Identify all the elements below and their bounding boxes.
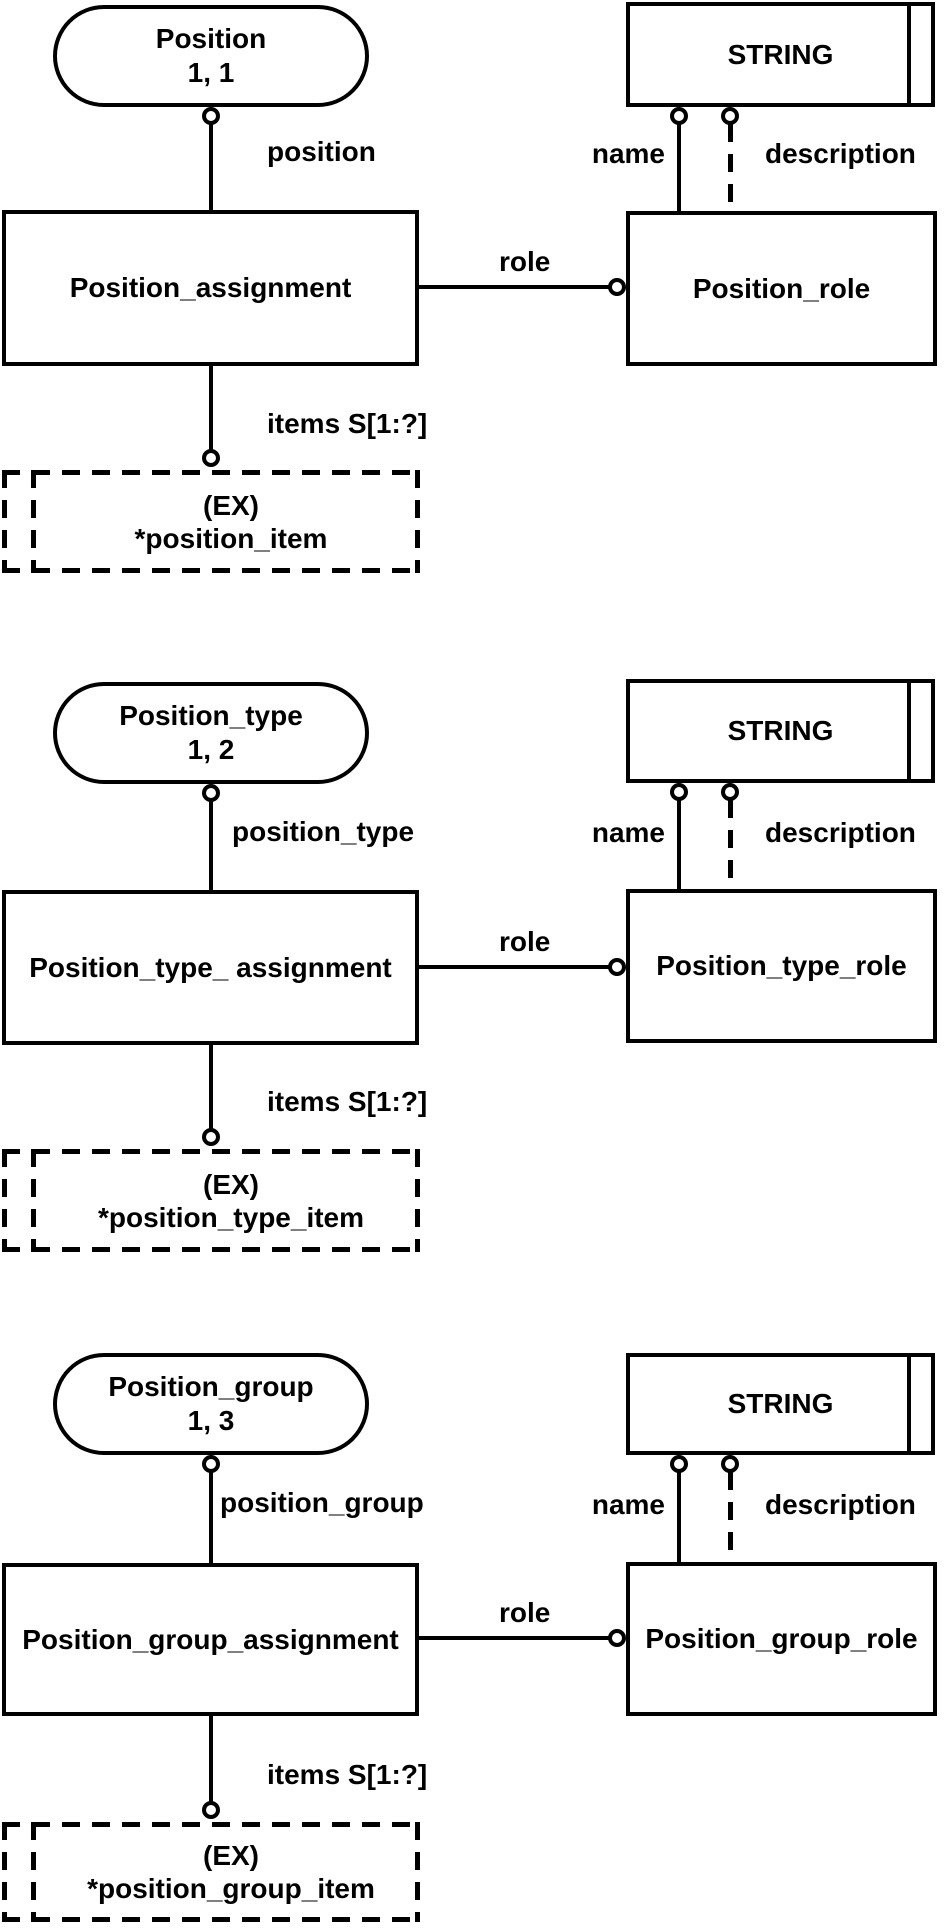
- type-label: STRING: [727, 1388, 834, 1419]
- entity-position-group-assignment: Position_group_assignment: [2, 1563, 419, 1716]
- entity-label: Position_type_ assignment: [29, 951, 392, 983]
- entity-label: Position_type_role: [656, 950, 907, 981]
- select-border-bottom: [2, 1917, 420, 1922]
- entity-position-type-assignment: Position_type_ assignment: [2, 890, 419, 1045]
- type-string: STRING: [626, 1353, 935, 1455]
- connector-end-circle: [202, 784, 220, 802]
- connector-role: [419, 965, 609, 969]
- connector-position-type: [209, 801, 213, 890]
- select-border-right: [415, 470, 420, 573]
- oval-title: Position: [155, 23, 267, 54]
- label-position-group-attribute: position_group: [220, 1487, 424, 1518]
- connector-position-group: [209, 1472, 213, 1563]
- connector-description: [728, 800, 733, 889]
- select-border-left: [2, 1149, 7, 1252]
- entity-position-role: Position_role: [626, 211, 937, 366]
- select-prefix: (EX): [203, 1840, 259, 1871]
- connector-end-circle: [608, 958, 626, 976]
- label-items: items S[1:?]: [267, 408, 428, 439]
- connector-description: [728, 1472, 733, 1562]
- oval-page-ref: 1, 3: [187, 1405, 235, 1436]
- select-prefix: (EX): [203, 1168, 259, 1200]
- entity-label: Position_group_role: [645, 1623, 918, 1654]
- label-items: items S[1:?]: [267, 1759, 428, 1790]
- entity-position-assignment: Position_assignment: [2, 210, 419, 366]
- simple-type-bar: [907, 1357, 911, 1451]
- connector-end-circle: [608, 1629, 626, 1647]
- entity-position-group-role: Position_group_role: [626, 1562, 937, 1716]
- label-position-attribute: position: [267, 136, 376, 167]
- connector-name: [677, 1472, 681, 1562]
- select-name: *position_item: [134, 522, 328, 554]
- connector-end-circle: [670, 107, 688, 125]
- connector-end-circle: [608, 278, 626, 296]
- connector-end-circle: [202, 449, 220, 467]
- connector-end-circle: [670, 1455, 688, 1473]
- connector-end-circle: [202, 107, 220, 125]
- entity-label: Position_role: [692, 272, 871, 304]
- connector-name: [677, 124, 681, 211]
- connector-items: [209, 366, 213, 450]
- type-string: STRING: [626, 679, 935, 783]
- page-ref-oval-position-type: Position_type 1, 2: [53, 682, 369, 784]
- connector-end-circle: [721, 1455, 739, 1473]
- select-border-left: [2, 470, 7, 573]
- select-position-group-item: (EX) *position_group_item: [2, 1822, 420, 1922]
- label-name: name: [591, 138, 665, 169]
- select-double-bar: [31, 1149, 36, 1252]
- connector-items: [209, 1716, 213, 1802]
- page-ref-oval-position: Position 1, 1: [53, 5, 369, 107]
- label-role: role: [499, 1597, 551, 1628]
- simple-type-bar: [907, 683, 911, 779]
- select-name: *position_type_item: [97, 1201, 365, 1233]
- label-description: description: [765, 817, 916, 848]
- entity-label: Position_group_assignment: [22, 1623, 399, 1655]
- connector-role: [419, 285, 609, 289]
- simple-type-bar: [907, 6, 911, 103]
- oval-page-ref: 1, 1: [187, 57, 235, 88]
- select-position-type-item: (EX) *position_type_item: [2, 1149, 420, 1252]
- select-position-item: (EX) *position_item: [2, 470, 420, 573]
- connector-name: [677, 800, 681, 889]
- select-border-bottom: [2, 1247, 420, 1252]
- connector-description: [728, 124, 733, 211]
- page-ref-oval-position-group: Position_group 1, 3: [53, 1353, 369, 1455]
- select-double-bar: [31, 470, 36, 573]
- select-border-top: [2, 1149, 420, 1154]
- select-border-right: [415, 1822, 420, 1922]
- connector-end-circle: [721, 107, 739, 125]
- label-description: description: [765, 1489, 916, 1520]
- connector-end-circle: [202, 1455, 220, 1473]
- type-string: STRING: [626, 2, 935, 107]
- select-border-bottom: [2, 568, 420, 573]
- oval-page-ref: 1, 2: [187, 734, 235, 765]
- connector-role: [419, 1636, 609, 1640]
- select-border-top: [2, 1822, 420, 1827]
- entity-position-type-role: Position_type_role: [626, 889, 937, 1043]
- select-border-right: [415, 1149, 420, 1252]
- label-role: role: [499, 246, 551, 277]
- select-border-top: [2, 470, 420, 475]
- label-items: items S[1:?]: [267, 1086, 428, 1117]
- connector-position: [209, 124, 213, 210]
- type-label: STRING: [727, 715, 834, 746]
- select-prefix: (EX): [203, 489, 259, 521]
- select-border-left: [2, 1822, 7, 1922]
- entity-label: Position_assignment: [69, 272, 352, 303]
- oval-title: Position_type: [119, 700, 303, 731]
- label-role: role: [499, 926, 551, 957]
- label-name: name: [591, 817, 665, 848]
- connector-items: [209, 1045, 213, 1129]
- oval-title: Position_group: [108, 1371, 314, 1402]
- label-description: description: [765, 138, 916, 169]
- connector-end-circle: [721, 783, 739, 801]
- connector-end-circle: [202, 1801, 220, 1819]
- select-name: *position_group_item: [87, 1873, 375, 1904]
- select-double-bar: [31, 1822, 36, 1922]
- type-label: STRING: [727, 38, 834, 70]
- connector-end-circle: [202, 1128, 220, 1146]
- label-name: name: [591, 1489, 665, 1520]
- connector-end-circle: [670, 783, 688, 801]
- label-position-type-attribute: position_type: [232, 816, 415, 847]
